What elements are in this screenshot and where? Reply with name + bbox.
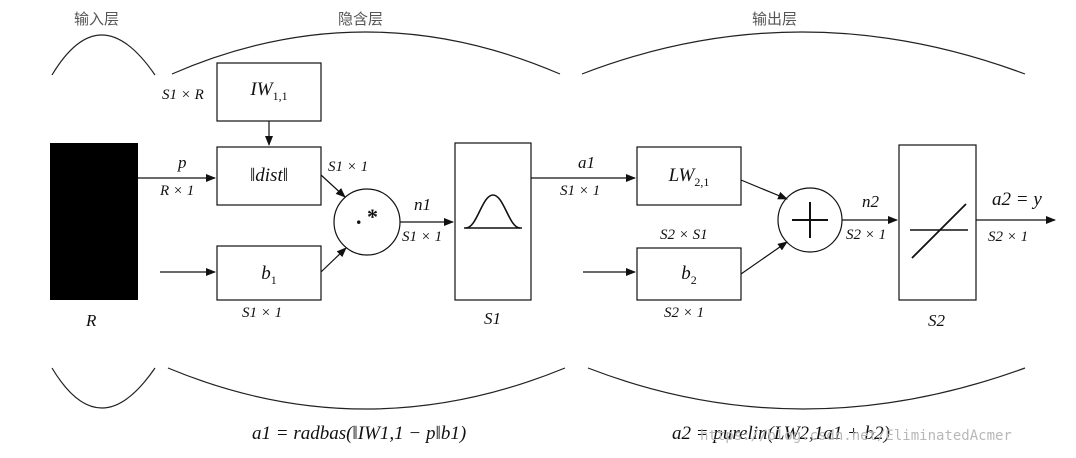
bias1-to-mult-arrow (320, 247, 347, 273)
dist-out-dim-label: S1 × 1 (328, 159, 369, 175)
bias1-dim-label: S1 × 1 (242, 305, 283, 321)
output-bottom-brace (587, 367, 1026, 410)
iw-label: IW1,1 (250, 79, 288, 103)
purelin-size-label: S2 (928, 311, 945, 330)
multiply-symbol: . * (356, 204, 378, 229)
hidden-equation: a1 = radbas(‖IW1,1 − p‖b1) (252, 423, 467, 444)
input-layer-header: 输入层 (74, 10, 120, 28)
dist-to-mult-arrow (320, 174, 346, 198)
n1-dim-label: S1 × 1 (402, 229, 443, 245)
lw-box (636, 146, 742, 206)
input-top-brace (51, 34, 156, 76)
a1-label: a1 (578, 153, 595, 172)
n2-dim-label: S2 × 1 (846, 227, 887, 243)
iw-dim-label: S1 × R (162, 87, 204, 103)
output-top-brace (581, 31, 1026, 75)
lw-to-sum-arrow (740, 179, 788, 200)
bias1-box (216, 245, 322, 301)
output-layer-header: 输出层 (752, 10, 798, 28)
output-equation: a2 = purelin(LW2,1a1 + b2) (672, 423, 890, 444)
bias2-label: b2 (681, 263, 697, 287)
watermark: https://blog.csdn.net/EliminatedAcmer (700, 428, 1012, 444)
n1-label: n1 (414, 195, 431, 214)
radbas-size-label: S1 (484, 309, 501, 328)
lw-label: LW2,1 (668, 165, 710, 189)
bias2-dim-label: S2 × 1 (664, 305, 705, 321)
lw-dim-label: S2 × S1 (660, 227, 708, 243)
a2-dim-label: S2 × 1 (988, 229, 1029, 245)
purelin-line (911, 203, 967, 259)
bias2-to-sum-arrow (740, 241, 788, 275)
p-dim-label: R × 1 (160, 183, 195, 199)
hidden-top-brace (171, 31, 561, 75)
bias2-box (636, 247, 742, 301)
dist-label: ‖dist‖ (249, 165, 289, 186)
input-block (50, 143, 138, 300)
a1-dim-label: S1 × 1 (560, 183, 601, 199)
input-bottom-brace (51, 367, 156, 409)
bias1-label: b1 (261, 263, 277, 287)
p-label: p (178, 153, 187, 172)
dist-box (216, 146, 322, 206)
purelin-box (898, 144, 977, 301)
input-size-label: R (86, 311, 97, 330)
radbas-curve (465, 194, 521, 229)
a2-label: a2 = y (992, 189, 1042, 210)
hidden-layer-header: 隐含层 (338, 10, 384, 28)
radbas-box (454, 142, 532, 301)
hidden-bottom-brace (167, 367, 566, 410)
n2-label: n2 (862, 192, 879, 211)
